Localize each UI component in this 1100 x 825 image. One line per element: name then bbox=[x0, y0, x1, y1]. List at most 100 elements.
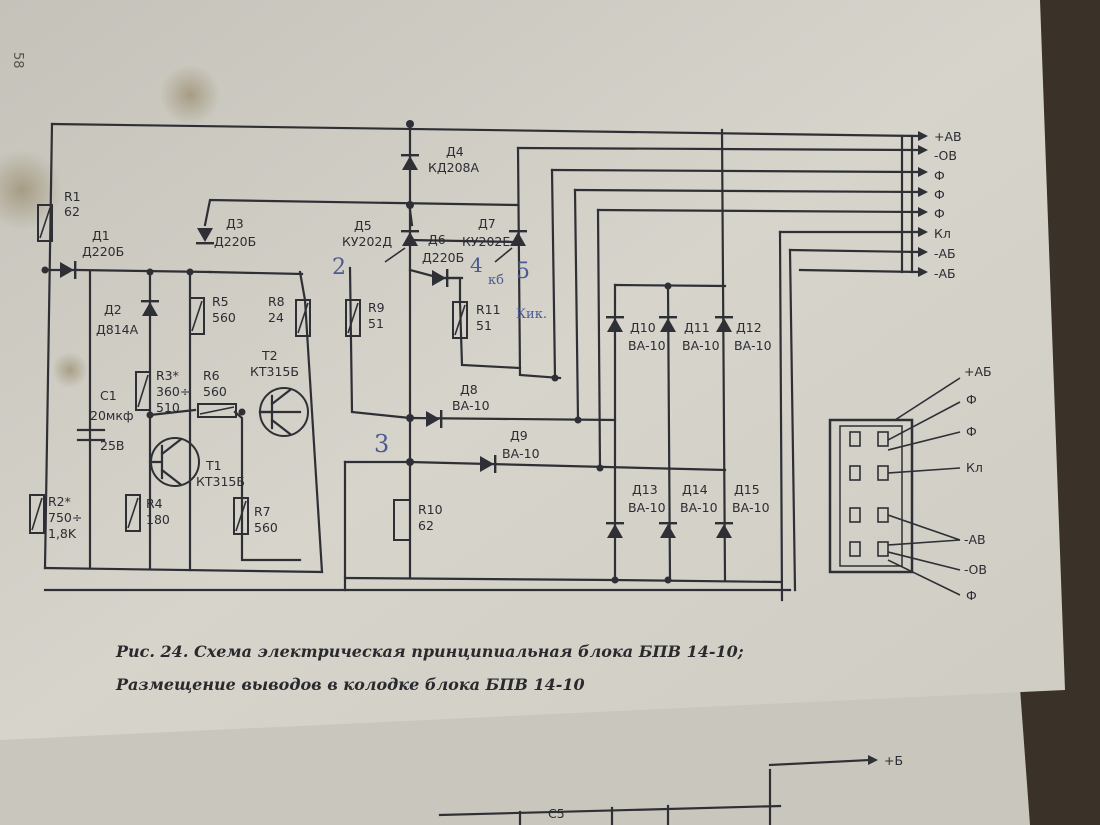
wire bbox=[516, 146, 562, 380]
connector-pins bbox=[849, 431, 889, 557]
junction-dot bbox=[41, 266, 49, 274]
r5-name: R5 bbox=[212, 294, 229, 309]
wire bbox=[596, 208, 602, 470]
d9-type: ВА-10 bbox=[502, 446, 540, 461]
r3-value2: 510 bbox=[156, 400, 180, 415]
output-label: Ф bbox=[934, 168, 945, 183]
d13-type: ВА-10 bbox=[628, 500, 666, 515]
junction-dot bbox=[186, 268, 194, 276]
wire bbox=[233, 410, 302, 562]
d11-name: Д11 bbox=[684, 320, 710, 335]
resistor-r7 bbox=[233, 497, 249, 535]
handwritten-number: 2 bbox=[332, 255, 346, 280]
resistor-r10 bbox=[393, 499, 411, 541]
output-label: Ф bbox=[934, 187, 945, 202]
diode-d13 bbox=[606, 522, 624, 538]
figure-caption-line-2: Размещение выводов в колодке блока БПВ 1… bbox=[115, 675, 585, 694]
c1-name: C1 bbox=[100, 388, 117, 403]
d2-type: Д814А bbox=[96, 322, 139, 337]
d10-name: Д10 bbox=[630, 320, 656, 335]
diode-d10 bbox=[606, 316, 624, 332]
junction-dot bbox=[406, 414, 414, 422]
stain bbox=[52, 352, 88, 388]
output-arrows bbox=[918, 131, 928, 277]
d5-type: КУ202Д bbox=[342, 234, 392, 249]
d7-name: Д7 bbox=[478, 216, 496, 231]
d14-name: Д14 bbox=[682, 482, 708, 497]
junction-dot bbox=[596, 464, 604, 472]
c1-value1: 20мкф bbox=[90, 408, 134, 423]
wire bbox=[43, 566, 324, 574]
connector-leader bbox=[887, 539, 961, 546]
r10-value: 62 bbox=[418, 518, 434, 533]
diode-d14 bbox=[659, 522, 677, 538]
connector-leader bbox=[894, 377, 961, 421]
resistor-r2 bbox=[29, 494, 45, 534]
junction-dot bbox=[406, 120, 414, 128]
d14-type: ВА-10 bbox=[680, 500, 718, 515]
junction-dot bbox=[146, 268, 154, 276]
wire bbox=[798, 268, 920, 274]
transistor-t1 bbox=[148, 437, 200, 487]
connector-label: Кл bbox=[966, 460, 983, 475]
stain bbox=[0, 150, 62, 230]
wire bbox=[208, 270, 304, 276]
wire bbox=[203, 198, 520, 227]
connector-leader bbox=[887, 559, 961, 596]
output-label: -ОВ bbox=[934, 148, 957, 163]
d4-name: Д4 bbox=[446, 144, 464, 159]
resistor-r6 bbox=[197, 403, 237, 418]
r8-name: R8 bbox=[268, 294, 285, 309]
d1-name: Д1 bbox=[92, 228, 110, 243]
next-page-output-label: +Б bbox=[884, 753, 903, 768]
wire bbox=[348, 266, 412, 420]
d6-type: Д220Б bbox=[422, 250, 464, 265]
d4-type: КД208А bbox=[428, 160, 479, 175]
d11-type: ВА-10 bbox=[682, 338, 720, 353]
connector-leader bbox=[887, 514, 961, 541]
handwritten-note: Кик. bbox=[516, 307, 547, 322]
d15-type: ВА-10 bbox=[732, 500, 770, 515]
wire bbox=[900, 134, 914, 274]
junction-dot bbox=[611, 576, 619, 584]
handwritten-note: кб bbox=[488, 273, 504, 288]
diode-d8 bbox=[426, 410, 443, 428]
r3-value1: 360÷ bbox=[156, 384, 190, 399]
connector-body bbox=[828, 418, 914, 574]
r6-value: 560 bbox=[203, 384, 227, 399]
main-page bbox=[0, 0, 1065, 740]
wire bbox=[596, 208, 920, 214]
d13-name: Д13 bbox=[632, 482, 658, 497]
t1-name: T1 bbox=[205, 458, 222, 473]
wire bbox=[408, 460, 727, 472]
wire bbox=[550, 168, 920, 174]
resistor-r9 bbox=[345, 299, 361, 337]
r10-name: R10 bbox=[418, 502, 443, 517]
d12-type: ВА-10 bbox=[734, 338, 772, 353]
d12-name: Д12 bbox=[736, 320, 762, 335]
d2-name: Д2 bbox=[104, 302, 122, 317]
connector-label: -АВ bbox=[964, 532, 986, 547]
diode-d1 bbox=[60, 261, 77, 279]
resistor-r5 bbox=[189, 297, 205, 335]
diode-d11 bbox=[659, 316, 677, 332]
resistor-mark bbox=[31, 207, 466, 532]
stain bbox=[160, 65, 220, 125]
wire bbox=[518, 804, 670, 825]
connector-label: +АБ bbox=[964, 364, 992, 379]
diode-d6 bbox=[432, 269, 449, 287]
r1-name: R1 bbox=[64, 189, 81, 204]
diode-d4 bbox=[401, 154, 419, 170]
d8-type: ВА-10 bbox=[452, 398, 490, 413]
wire bbox=[516, 146, 920, 152]
r8-value: 24 bbox=[268, 310, 284, 325]
connector-leader bbox=[887, 401, 961, 441]
r11-value: 51 bbox=[476, 318, 492, 333]
d3-name: Д3 bbox=[226, 216, 244, 231]
junction-dot bbox=[406, 201, 414, 209]
junction-dot bbox=[664, 576, 672, 584]
d7-type: КУ202Е bbox=[462, 234, 510, 249]
r2-name: R2* bbox=[48, 494, 71, 509]
wire bbox=[778, 230, 784, 602]
